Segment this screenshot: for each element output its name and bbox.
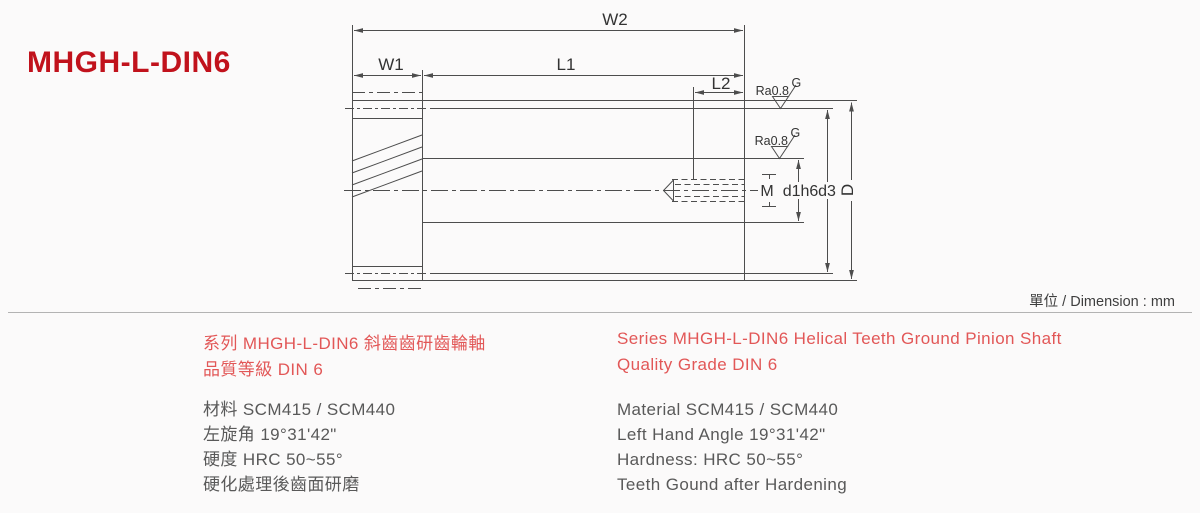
angle-zh: 左旋角 19°31'42" bbox=[203, 425, 337, 444]
page-title: MHGH-L-DIN6 bbox=[27, 46, 231, 79]
hardness-en: Hardness: HRC 50~55° bbox=[617, 450, 804, 469]
quality-grade-zh: 品質等級 DIN 6 bbox=[203, 360, 324, 379]
grind-grade-label: G bbox=[791, 126, 801, 140]
dim-label-m: M bbox=[760, 183, 773, 200]
grinding-en: Teeth Gound after Hardening bbox=[617, 475, 848, 494]
material-zh: 材料 SCM415 / SCM440 bbox=[203, 400, 396, 419]
spec-details-en: Material SCM415 / SCM440 Left Hand Angle… bbox=[617, 397, 847, 497]
material-en: Material SCM415 / SCM440 bbox=[617, 400, 839, 419]
surface-finish-icon bbox=[771, 84, 797, 110]
section-divider bbox=[8, 312, 1192, 313]
series-title-en: Series MHGH-L-DIN6 Helical Teeth Ground … bbox=[617, 329, 1062, 348]
dim-label-w1: W1 bbox=[378, 55, 404, 74]
dim-label-d: D bbox=[838, 184, 857, 196]
angle-en: Left Hand Angle 19°31'42" bbox=[617, 425, 826, 444]
unit-note: 單位 / Dimension : mm bbox=[1029, 294, 1175, 310]
grind-grade-label: G bbox=[792, 76, 802, 90]
hardness-zh: 硬度 HRC 50~55° bbox=[203, 450, 344, 469]
quality-grade-en: Quality Grade DIN 6 bbox=[617, 355, 778, 374]
surface-finish-icon bbox=[770, 134, 796, 160]
dim-label-l2: L2 bbox=[712, 74, 731, 93]
part-outline bbox=[351, 25, 857, 281]
roughness-label: Ra0.8 bbox=[756, 84, 789, 98]
dimension-labels: W2 W1 L1 L2 M d1h6 d3 D Ra0.8 G Ra0.8 G bbox=[378, 10, 857, 200]
thread-size-ticks bbox=[762, 174, 776, 207]
series-title-zh: 系列 MHGH-L-DIN6 斜齒齒研齒輪軸 bbox=[203, 334, 486, 353]
helix-teeth-lines bbox=[351, 134, 423, 198]
roughness-label: Ra0.8 bbox=[755, 134, 788, 148]
center-lines bbox=[344, 108, 758, 274]
dim-label-d1h6: d1h6 bbox=[783, 183, 819, 200]
dim-label-d3: d3 bbox=[818, 183, 836, 200]
spec-details-zh: 材料 SCM415 / SCM440 左旋角 19°31'42" 硬度 HRC … bbox=[203, 397, 395, 497]
dim-label-l1: L1 bbox=[557, 55, 576, 74]
dim-label-w2: W2 bbox=[602, 10, 628, 29]
label-masks bbox=[780, 180, 855, 201]
grinding-zh: 硬化處理後齒面研磨 bbox=[203, 475, 360, 494]
